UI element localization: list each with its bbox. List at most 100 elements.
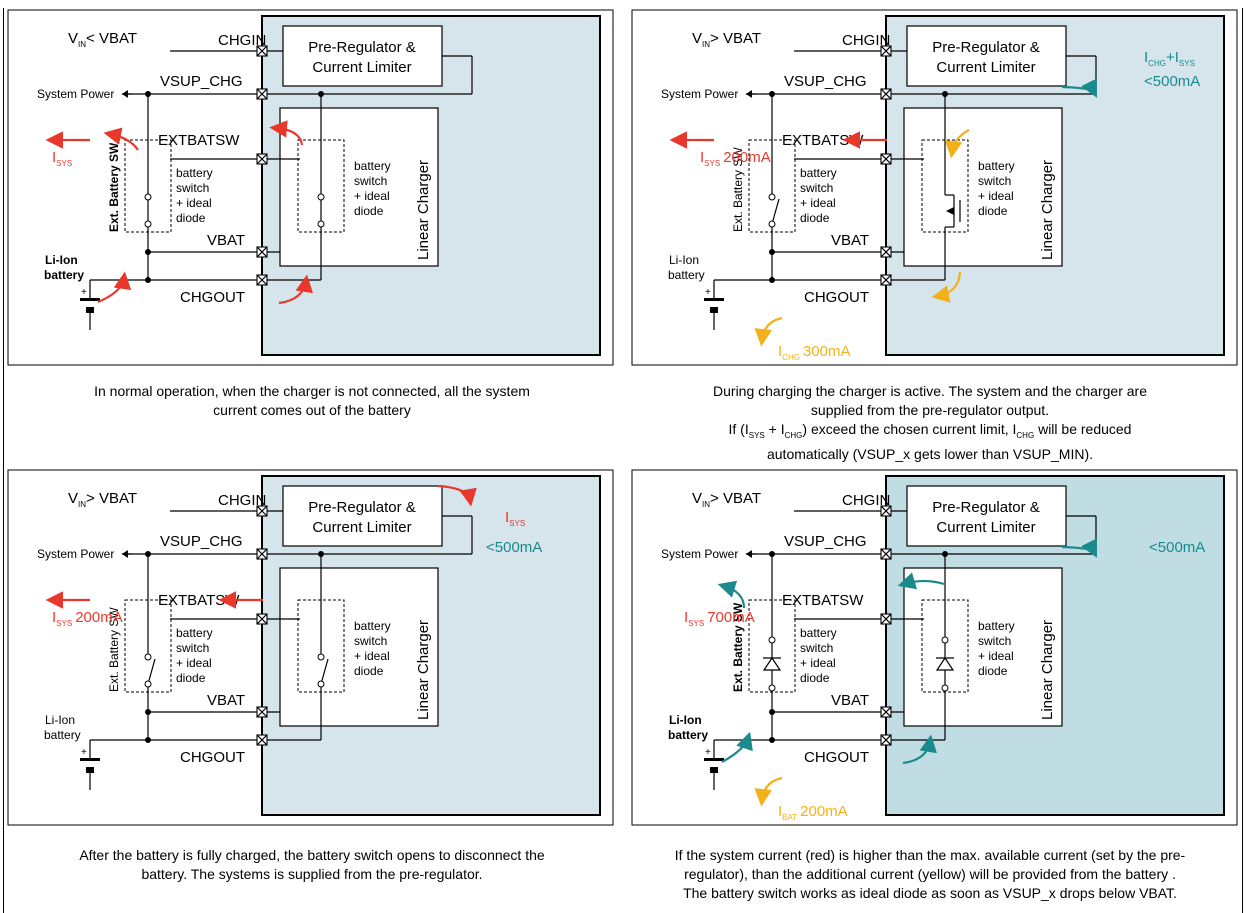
caption-line: battery. The systems is supplied from th… [141,866,483,882]
switch-gap [941,638,949,690]
pin-cross [256,153,268,165]
pin-cross [256,734,268,746]
battery-plate-negative [710,767,718,773]
linear-charger-label: Linear Charger [415,620,432,720]
internal-switch-box [297,599,345,693]
current-limiter-label: Current Limiter [312,59,411,76]
battery-charge-arrow [754,316,783,347]
switch-contact [768,684,776,692]
battery-plate-positive [80,298,100,301]
caption-line: supplied from the pre-regulator output. [810,402,1050,418]
input-current-arrow [1061,538,1097,558]
input-current-arrow [1061,78,1097,98]
vin-condition-label: VIN< VBAT [68,30,137,49]
ext-switch-description: + ideal [176,656,212,670]
pin-cross [880,548,892,560]
ext-battery-switch-box [124,599,172,693]
battery-current-arrow [97,271,132,304]
internal-switch-description: + ideal [354,649,390,663]
internal-switch-description: diode [354,204,384,218]
chgout-pin-label: CHGOUT [180,749,245,766]
battery-label: battery [44,268,84,282]
ext-battery-switch-box [748,139,796,233]
battery-plate-positive [704,298,724,301]
switch-open [147,658,156,685]
system-power-label: System Power [37,547,114,561]
caption-fully-charged: After the battery is fully charged, the … [12,846,612,884]
ext-switch-description: switch [800,181,833,195]
linear-charger-label: Linear Charger [1039,160,1056,260]
ext-switch-description: + ideal [800,196,836,210]
switch-contact [941,636,949,644]
pre-regulator-block [282,25,443,87]
pin-cross [256,706,268,718]
internal-switch-description: + ideal [978,649,1014,663]
internal-switch-description: switch [978,634,1011,648]
current-limiter-label: Current Limiter [312,519,411,536]
input-current-arrow [437,484,477,507]
pre-regulator-label: Pre-Regulator & [932,499,1040,516]
caption-line: The battery switch works as ideal diode … [683,885,1177,901]
internal-current-arrow [269,120,304,146]
system-power-label: System Power [661,547,738,561]
charge-current-arrow [944,129,970,159]
system-power-label: System Power [661,87,738,101]
caption-normal-operation: In normal operation, when the charger is… [12,382,612,420]
ext-switch-description: + ideal [176,196,212,210]
switch-contact [144,680,152,688]
vsup-chg-pin-label: VSUP_CHG [784,533,867,550]
chgout-current-arrow [278,274,313,305]
internal-switch-box [297,139,345,233]
internal-switch-description: switch [354,174,387,188]
battery-label: battery [668,268,705,282]
current-limiter-label: Current Limiter [936,519,1035,536]
ext-switch-description: battery [800,166,837,180]
caption-line-with-subscripts: If (ISYS + ICHG) exceed the chosen curre… [728,421,1132,440]
extbatsw-pin-label: EXTBATSW [782,592,864,609]
vsup-current-arrow [897,572,945,590]
chgout-pin-label: CHGOUT [804,289,869,306]
switch-contact [768,220,776,228]
current-limit-label: <500mA [486,539,542,556]
ext-switch-description: switch [176,181,209,195]
ext-switch-description: + ideal [800,656,836,670]
linear-charger-block [903,567,1063,727]
pin-cross [880,505,892,517]
vbat-pin-label: VBAT [831,692,869,709]
vin-condition-label: VIN> VBAT [692,490,761,509]
isys-label: ISYS [52,149,72,168]
caption-high-system-current: If the system current (red) is higher th… [630,846,1230,903]
caption-line: regulator), than the additional current … [684,866,1176,882]
internal-switch-description: battery [354,619,391,633]
chgout-current-arrow [902,734,937,765]
vbat-pin-label: VBAT [207,232,245,249]
pin-cross [256,88,268,100]
pin-cross [880,613,892,625]
isys-input-label: ISYS [505,509,525,528]
pre-regulator-block [906,485,1067,547]
vsup-chg-pin-label: VSUP_CHG [160,73,243,90]
battery-plus: + [705,287,711,298]
pin-cross [256,505,268,517]
pin-cross [256,548,268,560]
internal-switch-description: diode [354,664,384,678]
transistor-gap [941,195,949,227]
internal-switch-description: switch [978,174,1011,188]
chgin-pin-label: CHGIN [218,492,266,509]
switch-contact [144,220,152,228]
battery-current-arrow [721,731,753,763]
switch-contact [317,193,325,201]
caption-line: After the battery is fully charged, the … [79,847,545,863]
chgout-pin-label: CHGOUT [180,289,245,306]
internal-switch-description: + ideal [354,189,390,203]
ext-battery-switch-box [124,139,172,233]
internal-switch-description: battery [354,159,391,173]
pin-cross [880,246,892,258]
caption-line: If the system current (red) is higher th… [674,847,1186,863]
chgin-pin-label: CHGIN [218,32,266,49]
battery-plus: + [81,287,87,298]
